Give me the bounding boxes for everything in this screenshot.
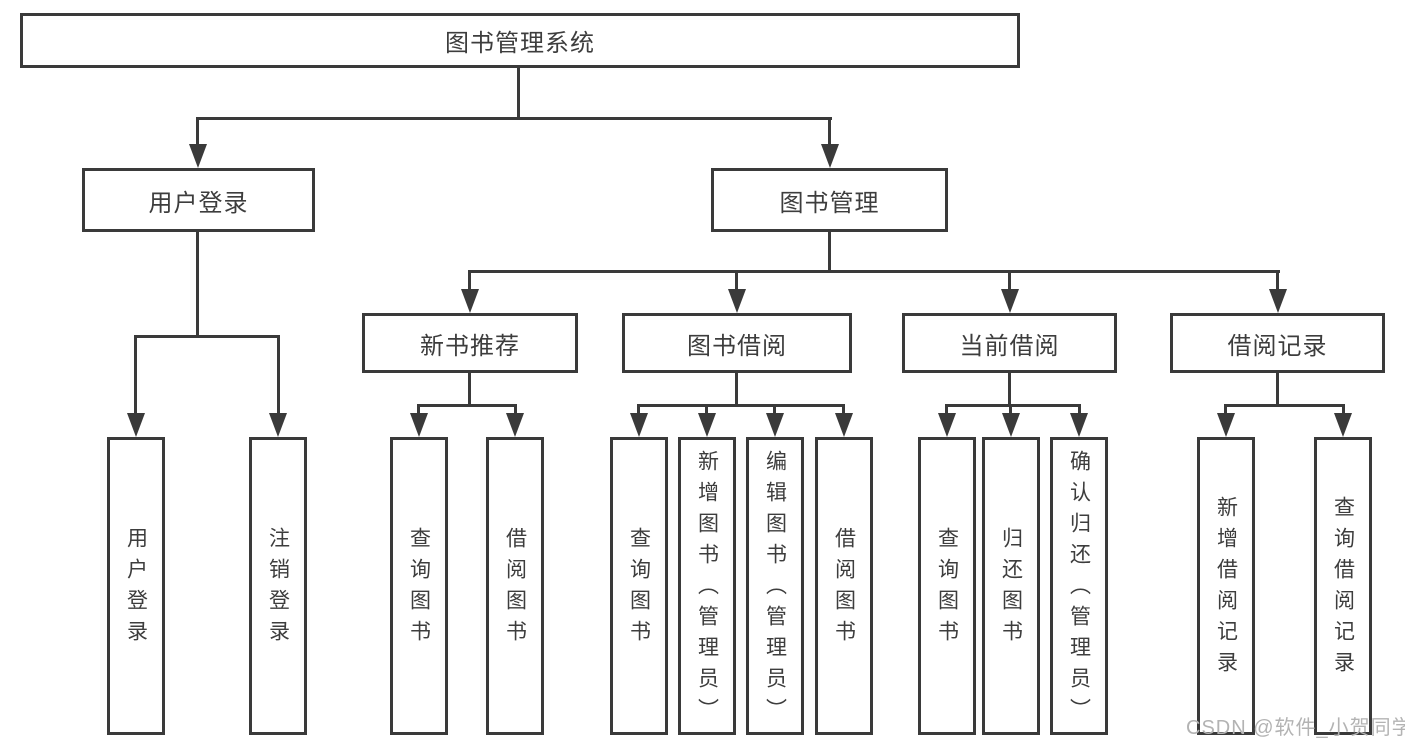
node-leaf-current-confirm-admin: 确认归还（管理员） bbox=[1050, 437, 1108, 735]
node-leaf-logout: 注销登录 bbox=[249, 437, 307, 735]
connector-g0-trunk bbox=[468, 373, 471, 407]
node-leaf-borrowing-query: 查询图书 bbox=[610, 437, 668, 735]
node-user-login: 用户登录 bbox=[82, 168, 315, 232]
connector-user-login-trunk bbox=[196, 232, 199, 337]
arrowhead-group-borrowing bbox=[728, 289, 746, 313]
connector-g1-leaf3 bbox=[842, 404, 845, 416]
arrowhead-g1-leaf3 bbox=[835, 413, 853, 437]
connector-to-group-records bbox=[1276, 270, 1279, 293]
connector-root-branch bbox=[196, 117, 832, 120]
connector-to-group-borrowing bbox=[735, 270, 738, 293]
connector-g2-trunk bbox=[1008, 373, 1011, 407]
node-leaf-current-confirm-admin-label: 确认归还（管理员） bbox=[1067, 449, 1091, 729]
arrowhead-g2-leaf2 bbox=[1070, 413, 1088, 437]
connector-g1-branch bbox=[637, 404, 845, 407]
node-leaf-newbooks-query-label: 查询图书 bbox=[407, 527, 431, 651]
node-group-records-label: 借阅记录 bbox=[1227, 332, 1328, 360]
connector-to-leaf-logout bbox=[277, 335, 280, 416]
arrowhead-g2-leaf1 bbox=[1002, 413, 1020, 437]
arrowhead-group-new-books bbox=[461, 289, 479, 313]
connector-g3-branch bbox=[1224, 404, 1345, 407]
connector-g3-leaf1 bbox=[1342, 404, 1345, 416]
node-root-library-system: 图书管理系统 bbox=[20, 13, 1020, 68]
node-leaf-current-query: 查询图书 bbox=[918, 437, 976, 735]
arrowhead-g2-leaf0 bbox=[938, 413, 956, 437]
connector-to-user-login bbox=[196, 117, 199, 147]
arrowhead-g1-leaf1 bbox=[698, 413, 716, 437]
node-leaf-newbooks-borrow-label: 借阅图书 bbox=[503, 527, 527, 651]
connector-g2-leaf0 bbox=[945, 404, 948, 416]
connector-g2-branch bbox=[945, 404, 1081, 407]
connector-to-group-current bbox=[1008, 270, 1011, 293]
arrowhead-leaf-logout bbox=[269, 413, 287, 437]
node-book-mgmt: 图书管理 bbox=[711, 168, 948, 232]
arrowhead-group-records bbox=[1269, 289, 1287, 313]
node-leaf-borrowing-query-label: 查询图书 bbox=[627, 527, 651, 651]
node-group-current-label: 当前借阅 bbox=[959, 332, 1060, 360]
arrowhead-g3-leaf1 bbox=[1334, 413, 1352, 437]
node-leaf-borrowing-edit-admin: 编辑图书（管理员） bbox=[746, 437, 804, 735]
arrowhead-group-current bbox=[1001, 289, 1019, 313]
node-leaf-borrowing-borrow-label: 借阅图书 bbox=[832, 527, 856, 651]
connector-g3-trunk bbox=[1276, 373, 1279, 407]
node-leaf-newbooks-query: 查询图书 bbox=[390, 437, 448, 735]
connector-g1-leaf1 bbox=[705, 404, 708, 416]
node-leaf-current-return: 归还图书 bbox=[982, 437, 1040, 735]
csdn-watermark: CSDN @软件_小贺同学 bbox=[1186, 717, 1405, 739]
node-leaf-current-query-label: 查询图书 bbox=[935, 527, 959, 651]
node-book-mgmt-label: 图书管理 bbox=[779, 189, 880, 217]
node-leaf-borrowing-edit-admin-label: 编辑图书（管理员） bbox=[763, 449, 787, 729]
node-leaf-user-login: 用户登录 bbox=[107, 437, 165, 735]
node-leaf-borrowing-add-admin-label: 新增图书（管理员） bbox=[695, 449, 719, 729]
node-leaf-borrowing-borrow: 借阅图书 bbox=[815, 437, 873, 735]
node-group-new-books: 新书推荐 bbox=[362, 313, 578, 373]
connector-book-mgmt-trunk bbox=[828, 232, 831, 273]
node-user-login-label: 用户登录 bbox=[148, 189, 249, 217]
connector-root-trunk bbox=[517, 68, 520, 119]
connector-g0-branch bbox=[417, 404, 517, 407]
arrowhead-leaf-login bbox=[127, 413, 145, 437]
arrowhead-g3-leaf0 bbox=[1217, 413, 1235, 437]
connector-g1-leaf0 bbox=[637, 404, 640, 416]
node-leaf-records-add: 新增借阅记录 bbox=[1197, 437, 1255, 735]
connector-to-book-mgmt bbox=[828, 117, 831, 147]
connector-to-leaf-login bbox=[134, 335, 137, 416]
node-leaf-logout-label: 注销登录 bbox=[266, 527, 290, 651]
arrowhead-g1-leaf2 bbox=[766, 413, 784, 437]
arrowhead-book-mgmt bbox=[821, 144, 839, 168]
node-group-current: 当前借阅 bbox=[902, 313, 1117, 373]
node-leaf-records-query-label: 查询借阅记录 bbox=[1331, 496, 1355, 682]
connector-to-group-new-books bbox=[468, 270, 471, 293]
node-leaf-records-add-label: 新增借阅记录 bbox=[1214, 496, 1238, 682]
connector-book-mgmt-branch bbox=[468, 270, 1280, 273]
node-leaf-current-return-label: 归还图书 bbox=[999, 527, 1023, 651]
connector-g1-trunk bbox=[735, 373, 738, 407]
node-group-borrowing: 图书借阅 bbox=[622, 313, 852, 373]
node-group-borrowing-label: 图书借阅 bbox=[687, 332, 787, 360]
node-group-records: 借阅记录 bbox=[1170, 313, 1385, 373]
connector-g1-leaf2 bbox=[773, 404, 776, 416]
arrowhead-user-login bbox=[189, 144, 207, 168]
arrowhead-g0-leaf1 bbox=[506, 413, 524, 437]
node-leaf-records-query: 查询借阅记录 bbox=[1314, 437, 1372, 735]
node-leaf-borrowing-add-admin: 新增图书（管理员） bbox=[678, 437, 736, 735]
connector-g0-leaf0 bbox=[417, 404, 420, 416]
connector-user-login-branch bbox=[134, 335, 280, 338]
connector-g3-leaf0 bbox=[1224, 404, 1227, 416]
connector-g2-leaf2 bbox=[1078, 404, 1081, 416]
arrowhead-g0-leaf0 bbox=[410, 413, 428, 437]
connector-g2-leaf1 bbox=[1009, 404, 1012, 416]
node-leaf-newbooks-borrow: 借阅图书 bbox=[486, 437, 544, 735]
arrowhead-g1-leaf0 bbox=[630, 413, 648, 437]
node-root-label: 图书管理系统 bbox=[445, 30, 595, 57]
node-leaf-user-login-label: 用户登录 bbox=[124, 527, 148, 651]
node-group-new-books-label: 新书推荐 bbox=[420, 332, 520, 360]
connector-g0-leaf1 bbox=[514, 404, 517, 416]
